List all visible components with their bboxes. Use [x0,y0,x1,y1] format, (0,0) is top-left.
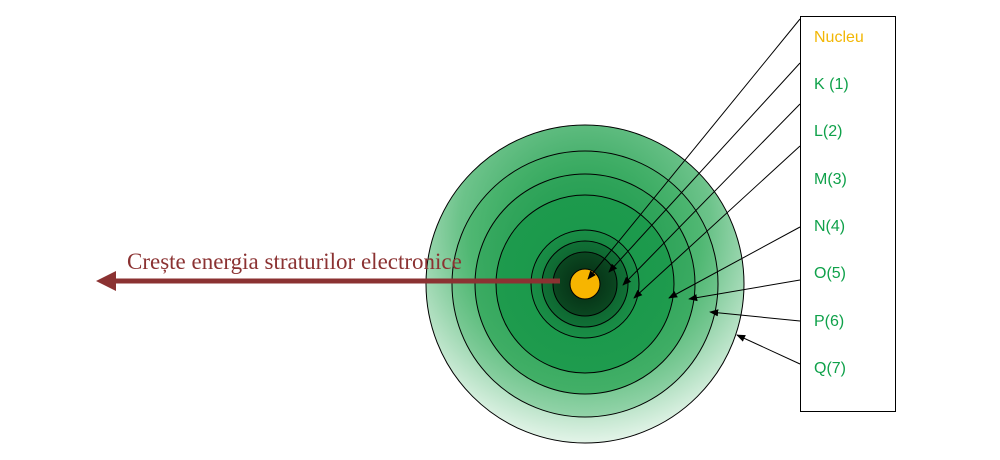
legend-label-o: O(5) [814,265,846,282]
legend-label-k: K (1) [814,76,849,93]
pointer-nucleus [587,18,801,280]
legend-box [800,16,896,412]
legend-label-m: M(3) [814,171,847,188]
legend-label-l: L(2) [814,123,843,140]
legend-label-n: N(4) [814,218,846,235]
pointer-m [633,145,801,299]
pointer-p [709,309,801,322]
energy-arrow-head [96,271,116,291]
pointer-n [668,226,801,299]
pointer-o [688,279,801,302]
energy-caption: Crește energia straturilor electronice [127,249,462,274]
legend-label-p: P(6) [814,313,845,330]
pointer-k [608,62,801,273]
nucleus-circle [569,268,601,300]
pointer-l [622,103,801,286]
legend-label-nucleus: Nucleu [814,29,864,46]
pointer-q [736,334,801,365]
legend-label-q: Q(7) [814,360,846,377]
